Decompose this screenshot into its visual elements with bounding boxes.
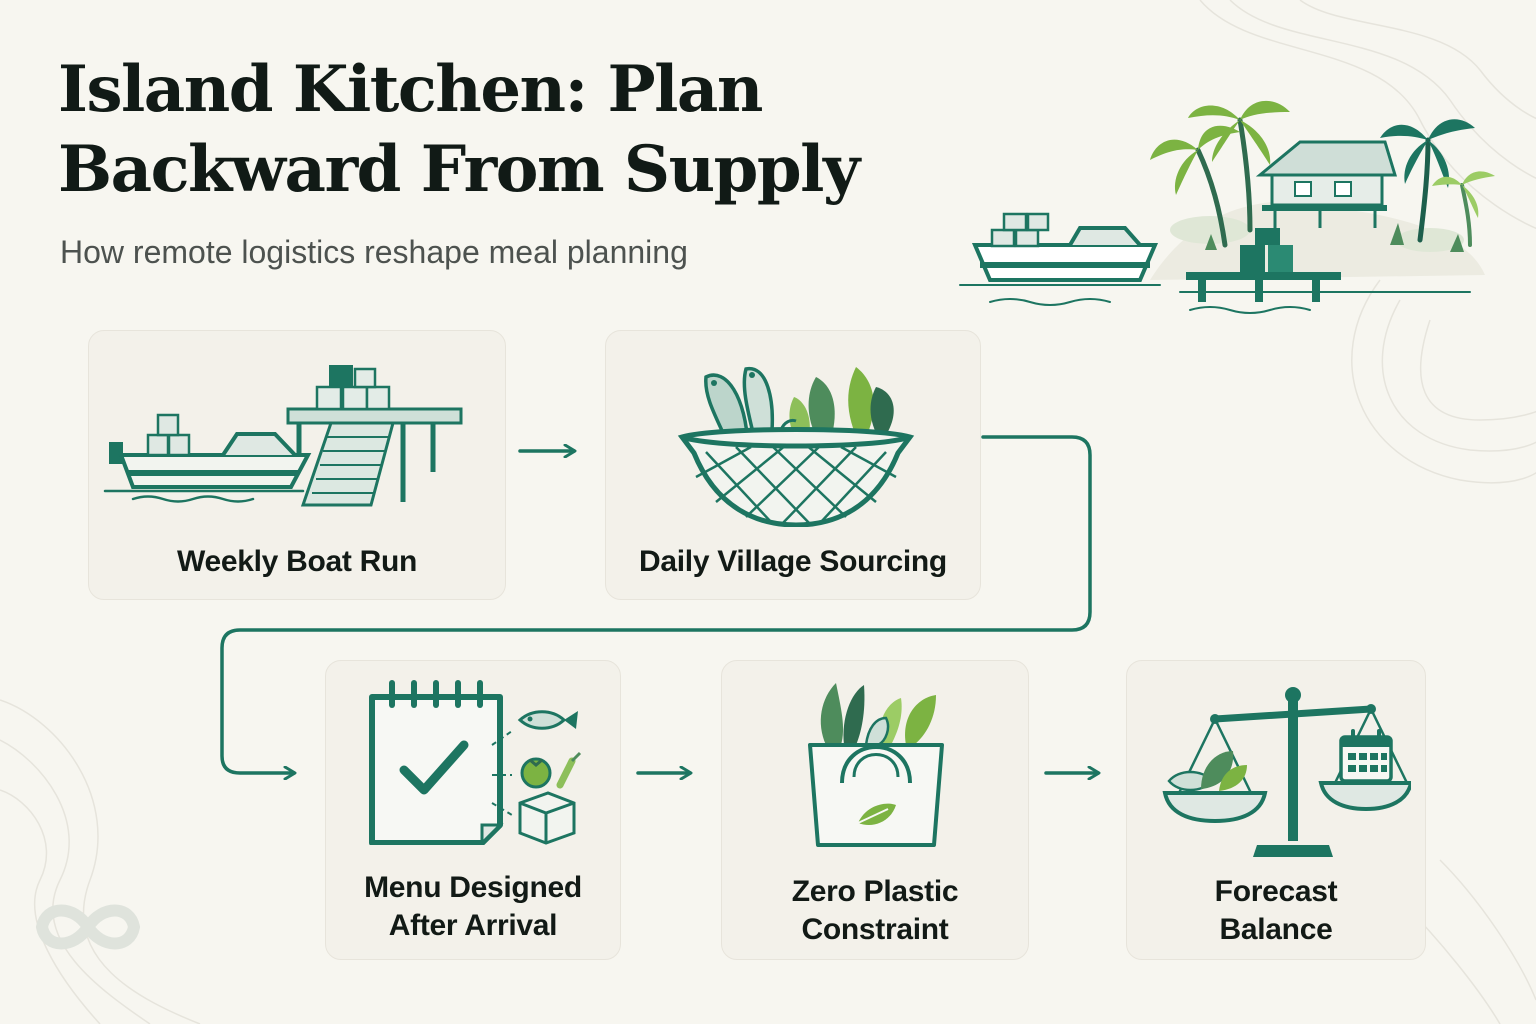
step-card-weekly-boat-run: Weekly Boat Run [88,330,506,600]
menu-notepad-icon [369,680,582,845]
step-card-daily-village-sourcing: Daily Village Sourcing [605,330,981,600]
step-label: Forecast Balance [1214,875,1338,946]
step-label: Menu Designed After Arrival [364,871,582,942]
step-card-menu-designed: Menu Designed After Arrival [325,660,621,960]
step-label: Weekly Boat Run [177,545,417,578]
step-card-zero-plastic: Zero Plastic Constraint [721,660,1029,960]
balance-scale-icon [1162,687,1411,857]
island-illustration [959,100,1495,314]
boat-dock-icon [103,365,463,507]
produce-basket-icon [677,367,915,527]
step-label: Daily Village Sourcing [639,545,947,578]
page-title: Island Kitchen: Plan Backward From Suppl… [58,52,860,207]
page-subtitle: How remote logistics reshape meal planni… [60,234,688,270]
step-label: Zero Plastic Constraint [791,875,959,946]
step-card-forecast-balance: Forecast Balance [1126,660,1426,960]
reusable-bag-icon [808,683,944,847]
infinity-logo-icon [35,904,141,950]
